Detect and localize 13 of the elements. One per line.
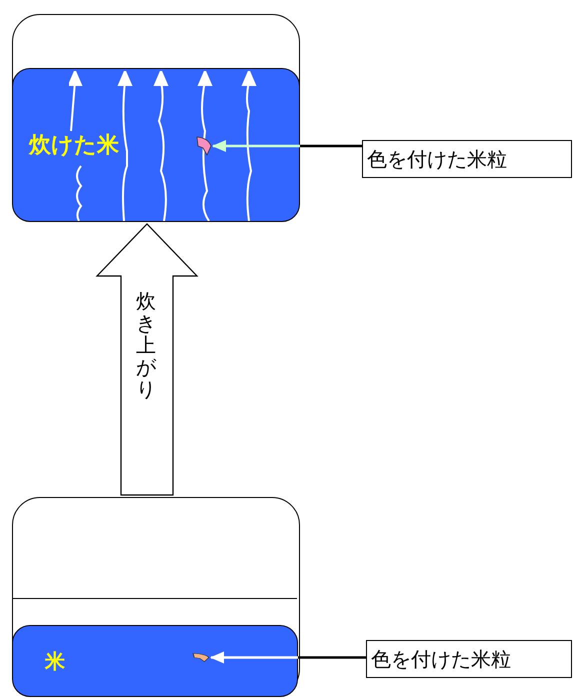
leader-line [210,652,366,664]
water-area [12,625,298,697]
pot-outline [12,14,300,222]
label-box: 色を付けた米粒 [366,640,572,678]
edge-label: 炊き上がり [136,290,156,400]
water-area [12,68,300,222]
rice-grain [192,653,210,662]
label-box: 色を付けた米粒 [362,140,572,178]
rice-grain [196,136,212,156]
leader-line [212,140,362,152]
water-label: 炊けた米 [29,132,119,160]
water-label: 米 [45,648,65,675]
pot-outline [12,497,300,697]
